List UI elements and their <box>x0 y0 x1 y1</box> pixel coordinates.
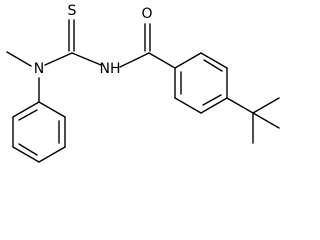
ring1-bond-2 <box>200 52 228 69</box>
ring1-bond-1 <box>174 52 202 69</box>
ring2-bond-1 <box>38 101 66 118</box>
atom-label-oxygen: O <box>141 6 152 22</box>
ring1-inner-2 <box>202 94 222 106</box>
bond-thiocarbonyl-amide-nh <box>71 52 102 66</box>
ring1-bond-4 <box>200 97 228 114</box>
ring1-inner-1 <box>203 59 223 72</box>
bond-ring-tbutyl <box>226 97 254 114</box>
ring2-inner-3 <box>18 109 38 121</box>
bond-thiocarbonyl-amine-n <box>44 52 73 66</box>
atom-label-sulfur: S <box>68 3 77 19</box>
bond-lines <box>6 19 280 163</box>
ring2-inner-2 <box>18 143 38 156</box>
ring2-bond-3 <box>38 146 66 163</box>
atom-label-amide-nitrogen: NH <box>100 61 121 77</box>
atom-labels: S O N NH <box>34 3 153 77</box>
chemical-structure-diagram: S O N NH <box>6 3 280 163</box>
bond-tbutyl-methyl-2 <box>252 112 280 129</box>
bond-n-methyl <box>6 51 32 67</box>
bond-nh-carbonyl <box>119 52 150 68</box>
bond-carbonyl-ring <box>148 52 176 69</box>
ring1-bond-5 <box>174 97 202 114</box>
bond-tbutyl-methyl-1 <box>252 97 280 114</box>
atom-label-amine-nitrogen: N <box>34 61 44 77</box>
ring2-bond-4 <box>12 146 40 163</box>
ring2-bond-6 <box>12 101 40 118</box>
